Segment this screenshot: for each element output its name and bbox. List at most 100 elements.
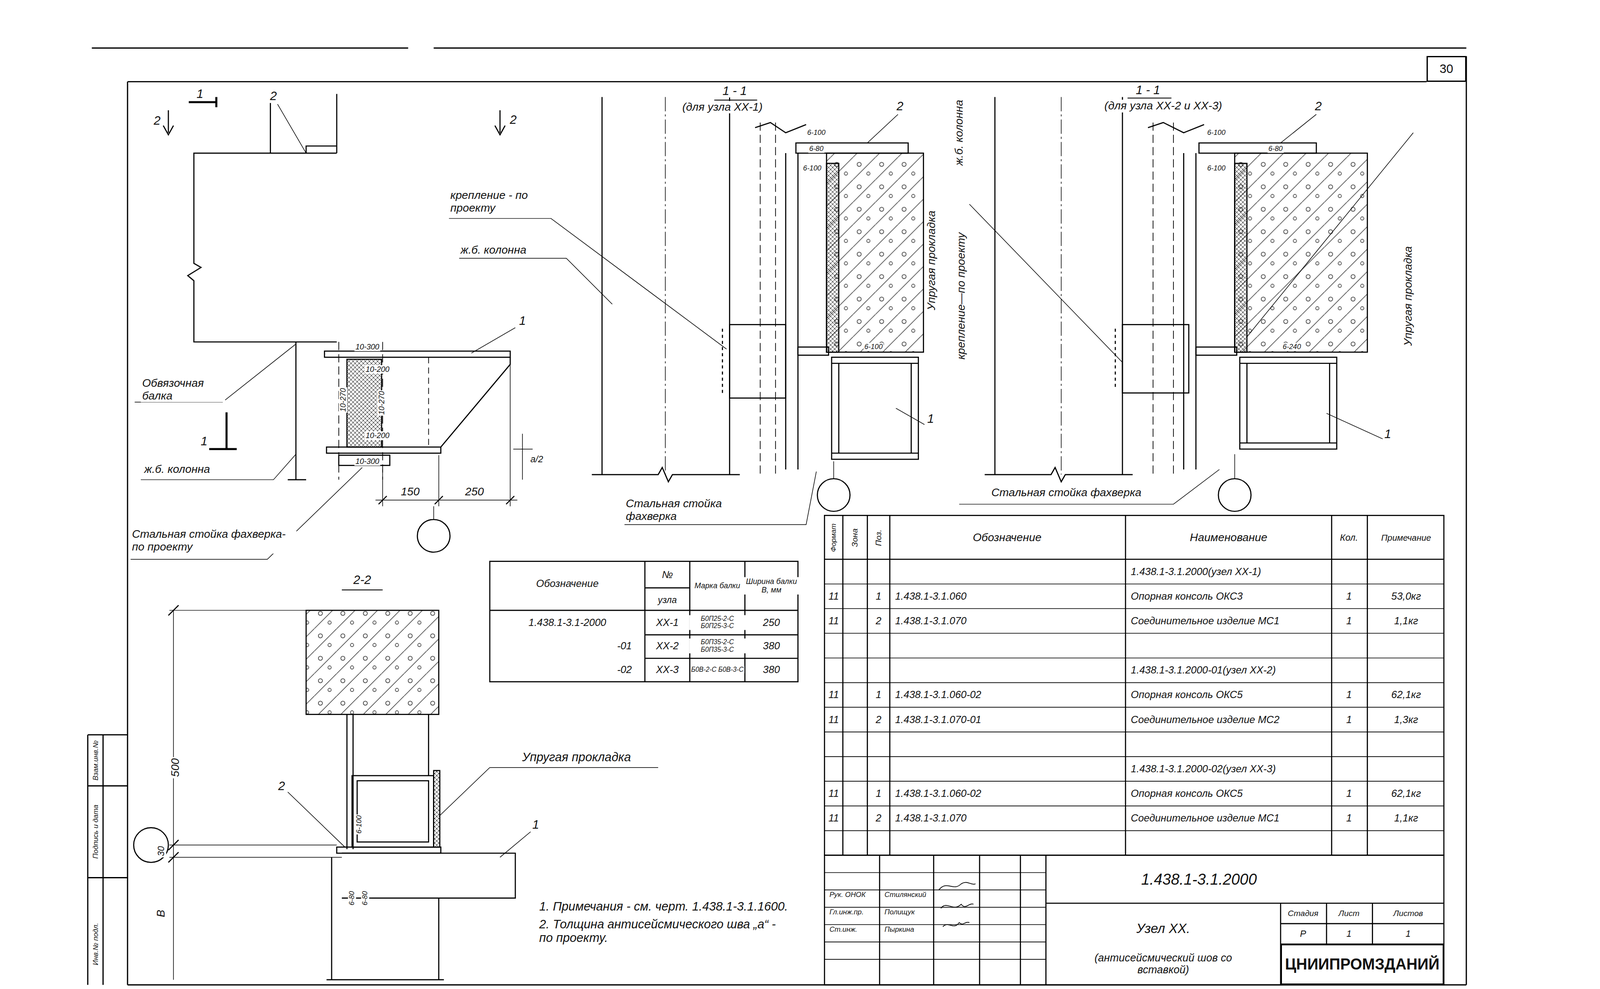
section-view-xx1-part (729, 324, 786, 398)
organisation-box: ЦНИИПРОМЗДАНИЙ (1280, 943, 1444, 985)
section-view-xx1-part (831, 363, 919, 454)
table-cell: XX-3 (654, 663, 680, 676)
spec-table-cell: 11 (827, 812, 841, 824)
section-view-2-2-part (433, 770, 440, 847)
drawing-label: 1 - 1 (720, 83, 749, 98)
spec-table-cell: 1 (1345, 590, 1354, 602)
sheet-frame (87, 47, 1467, 985)
elevation-view-part (140, 454, 296, 480)
table-cell: Б0П25-2-С Б0П25-3-С (689, 614, 746, 630)
section-view-xx1-part (714, 99, 757, 101)
section-view-xx1 (591, 97, 925, 525)
spec-table-cell: 1,1кг (1393, 812, 1420, 824)
drawing-label: 10-200 (364, 365, 391, 374)
drawing-label: 10-200 (364, 431, 391, 440)
elevation-view-part (428, 357, 430, 447)
section-view-xx1-part (785, 153, 799, 470)
title-block-text: Листов (1392, 908, 1425, 919)
drawing-label: 6-80 (808, 145, 825, 154)
spec-table-cell: Опорная консоль ОКС3 (1129, 590, 1245, 602)
elevation-view-part (209, 412, 237, 450)
section-view-xx1-part (760, 122, 776, 475)
section-view-xx2-xx3 (959, 97, 1414, 512)
table-cell: Б0П35-2-С Б0П35-3-С (689, 638, 746, 654)
drawing-label: 10-270 (377, 390, 386, 416)
spec-table-cell: 2 (874, 713, 883, 726)
elevation-view-part (287, 341, 307, 480)
section-view-xx2-xx3-part (1246, 132, 1413, 337)
note-text: 1. Примечания - см. черт. 1.438.1-3.1.16… (537, 899, 790, 914)
table-cell: Б0В-2-С Б0В-3-С (690, 665, 745, 674)
specification-table-part (824, 515, 1444, 855)
elevation-view-part (338, 341, 383, 480)
section-view-xx2-xx3-part (1234, 153, 1368, 352)
spec-table-cell: 1 (1345, 812, 1354, 824)
drawing-label: В (154, 908, 168, 919)
spec-table-cell: Соединительное изделие МС2 (1129, 713, 1281, 726)
section-view-xx2-xx3-part (1127, 97, 1172, 99)
title-block-text: (антисейсмический шов со вставкой) (1075, 951, 1252, 976)
spec-table-cell: Соединительное изделие МС1 (1129, 615, 1281, 627)
section-view-xx1-part (591, 467, 740, 482)
elevation-view (130, 94, 727, 560)
section-view-xx2-xx3-part (1234, 454, 1235, 479)
spec-table-cell: 1.438.1-3.1.070 (893, 812, 968, 824)
elevation-view-part (324, 351, 511, 358)
table-cell: 1.438.1-3.1-2000 (527, 616, 608, 629)
drawing-label: 6-100 (863, 343, 884, 352)
spec-table-cell: 62,1кг (1390, 787, 1423, 800)
title-block-text: Полищук (883, 908, 916, 917)
title-block-text: 1 (1345, 928, 1353, 939)
section-view-2-2-part (133, 827, 169, 863)
section-view-2-2-part (336, 846, 441, 853)
spec-table-cell: 1 (874, 590, 883, 602)
section-view-xx1-part (795, 142, 909, 154)
table-cell: XX-1 (654, 616, 680, 629)
drawing-label: Упругая прокладка (1401, 244, 1415, 347)
title-block-text: Пыркина (883, 925, 916, 934)
drawing-label: 6-100 (802, 164, 823, 173)
title-block-part (824, 855, 1444, 986)
drawing-label: 2 (508, 112, 519, 126)
drawing-label: 2 (1313, 99, 1324, 113)
drawing-label: 10-270 (338, 387, 347, 413)
spec-table-cell: 1.438.1-3.1.060-02 (893, 689, 983, 701)
title-block-part (879, 855, 1046, 986)
table-cell: -01 (615, 640, 634, 652)
spec-table-cell: Наименование (1188, 531, 1269, 545)
section-view-xx2-xx3-part (1239, 357, 1338, 450)
box-text: ЦНИИПРОМЗДАНИЙ (1284, 955, 1440, 974)
elevation-view-part (270, 94, 337, 154)
drawing-label: а/2 (529, 454, 545, 465)
section-view-xx2-xx3-part (959, 469, 1220, 505)
title-block-text: Гл.инж.пр. (828, 908, 865, 917)
spec-table-cell: 1.438.1-3.1.060-02 (893, 787, 983, 800)
spec-table-cell: 1 (874, 787, 883, 800)
section-view-xx2-xx3-part (1218, 478, 1251, 512)
drawing-label: 2 (268, 89, 279, 103)
spec-table-cell: 2 (874, 812, 883, 824)
sheet-frame-part (127, 56, 1467, 986)
elevation-view-part (277, 104, 307, 154)
section-view-xx2-xx3-part (1153, 122, 1174, 475)
title-block-part (824, 872, 1046, 960)
title-block-text: Стилянский (883, 890, 928, 900)
title-block (824, 855, 1444, 986)
spec-table-cell: Поз. (873, 528, 884, 547)
drawing-label: Стальная стойка фахверка (990, 486, 1143, 500)
elevation-view-part (459, 258, 613, 305)
section-view-2-2-part (326, 857, 444, 980)
drawing-label: 2-2 (351, 572, 373, 587)
section-view-xx1-part (867, 114, 898, 143)
elevation-view-part (326, 446, 442, 453)
drawing-label: 1 (1382, 426, 1393, 441)
drawing-label: 6-100 (1206, 128, 1227, 137)
table-cell: № (660, 568, 675, 581)
margin-stamp-text: Инв.№ подл. (92, 921, 101, 967)
drawing-label: 2 (276, 779, 287, 793)
section-view-xx2-xx3-part (994, 97, 1123, 475)
spec-table-cell: 1 (1345, 689, 1354, 701)
